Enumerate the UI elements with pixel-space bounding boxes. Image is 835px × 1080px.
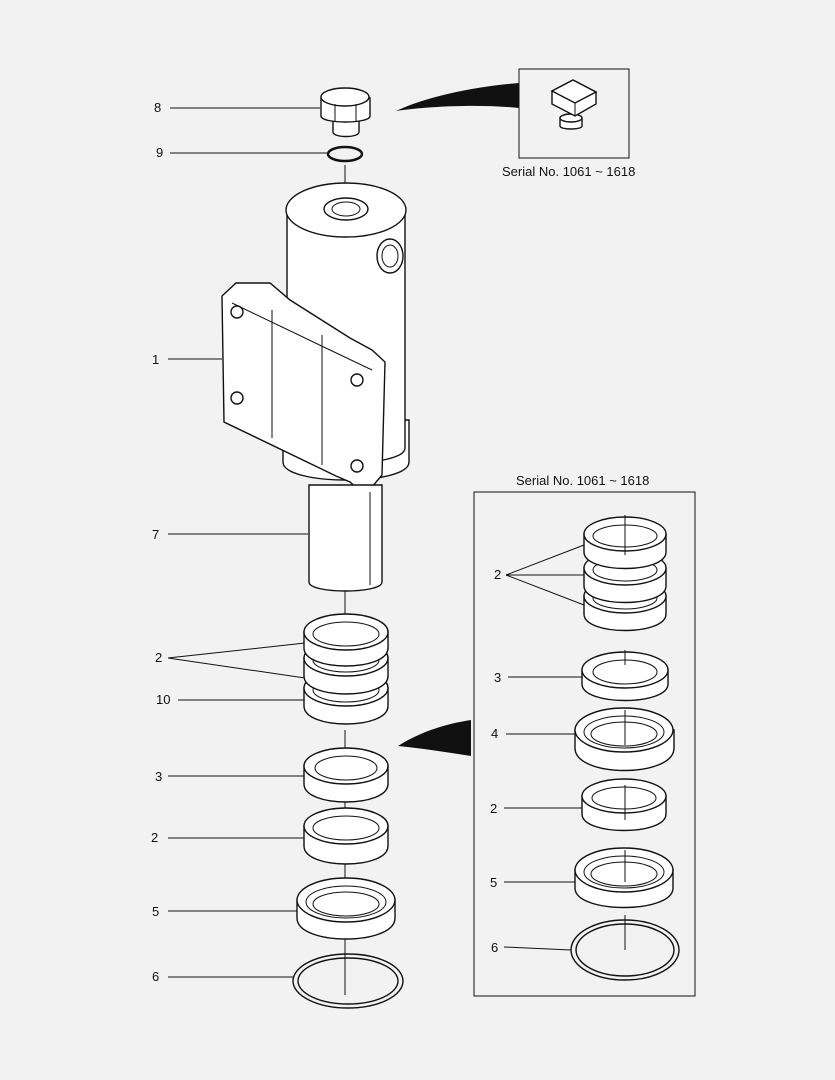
part-label: 1 — [152, 352, 160, 367]
callout-arrow-top — [396, 83, 519, 111]
housing-body — [221, 182, 410, 490]
part-label: 2 — [155, 650, 163, 665]
ring-2 — [303, 807, 389, 865]
box-part-label: 6 — [491, 940, 499, 955]
detail-box-frame — [473, 491, 696, 997]
detail-top-caption: Serial No. 1061 ~ 1618 — [502, 164, 636, 179]
box-part-label: 2 — [494, 567, 502, 582]
part-label: 6 — [152, 969, 160, 984]
box-ring-set — [583, 516, 667, 632]
box-ring-2 — [581, 778, 667, 832]
box-seal-4 — [574, 707, 675, 772]
callout-arrow-box — [398, 720, 471, 756]
box-part-label: 2 — [490, 801, 498, 816]
part-label: 10 — [156, 692, 171, 707]
shaft — [308, 484, 383, 592]
part-label: 2 — [151, 830, 159, 845]
box-part-label: 4 — [491, 726, 499, 741]
part-label: 5 — [152, 904, 160, 919]
ring-3 — [303, 747, 389, 803]
seal-ring-set — [303, 613, 389, 725]
square-plug-icon — [550, 79, 598, 130]
part-label: 7 — [152, 527, 160, 542]
box-seal-5 — [574, 847, 674, 909]
snap-ring-6 — [292, 953, 404, 1009]
box-part-label: 3 — [494, 670, 502, 685]
detail-box-caption: Serial No. 1061 ~ 1618 — [516, 473, 650, 488]
o-ring — [326, 145, 364, 163]
plug-bolt — [320, 87, 371, 138]
part-label: 9 — [156, 145, 164, 160]
seal-5 — [296, 877, 396, 940]
part-label: 3 — [155, 769, 163, 784]
detail-top-frame — [518, 68, 630, 159]
box-ring-3 — [581, 651, 669, 702]
leader-lines — [167, 107, 585, 978]
part-label: 8 — [154, 100, 162, 115]
box-part-label: 5 — [490, 875, 498, 890]
